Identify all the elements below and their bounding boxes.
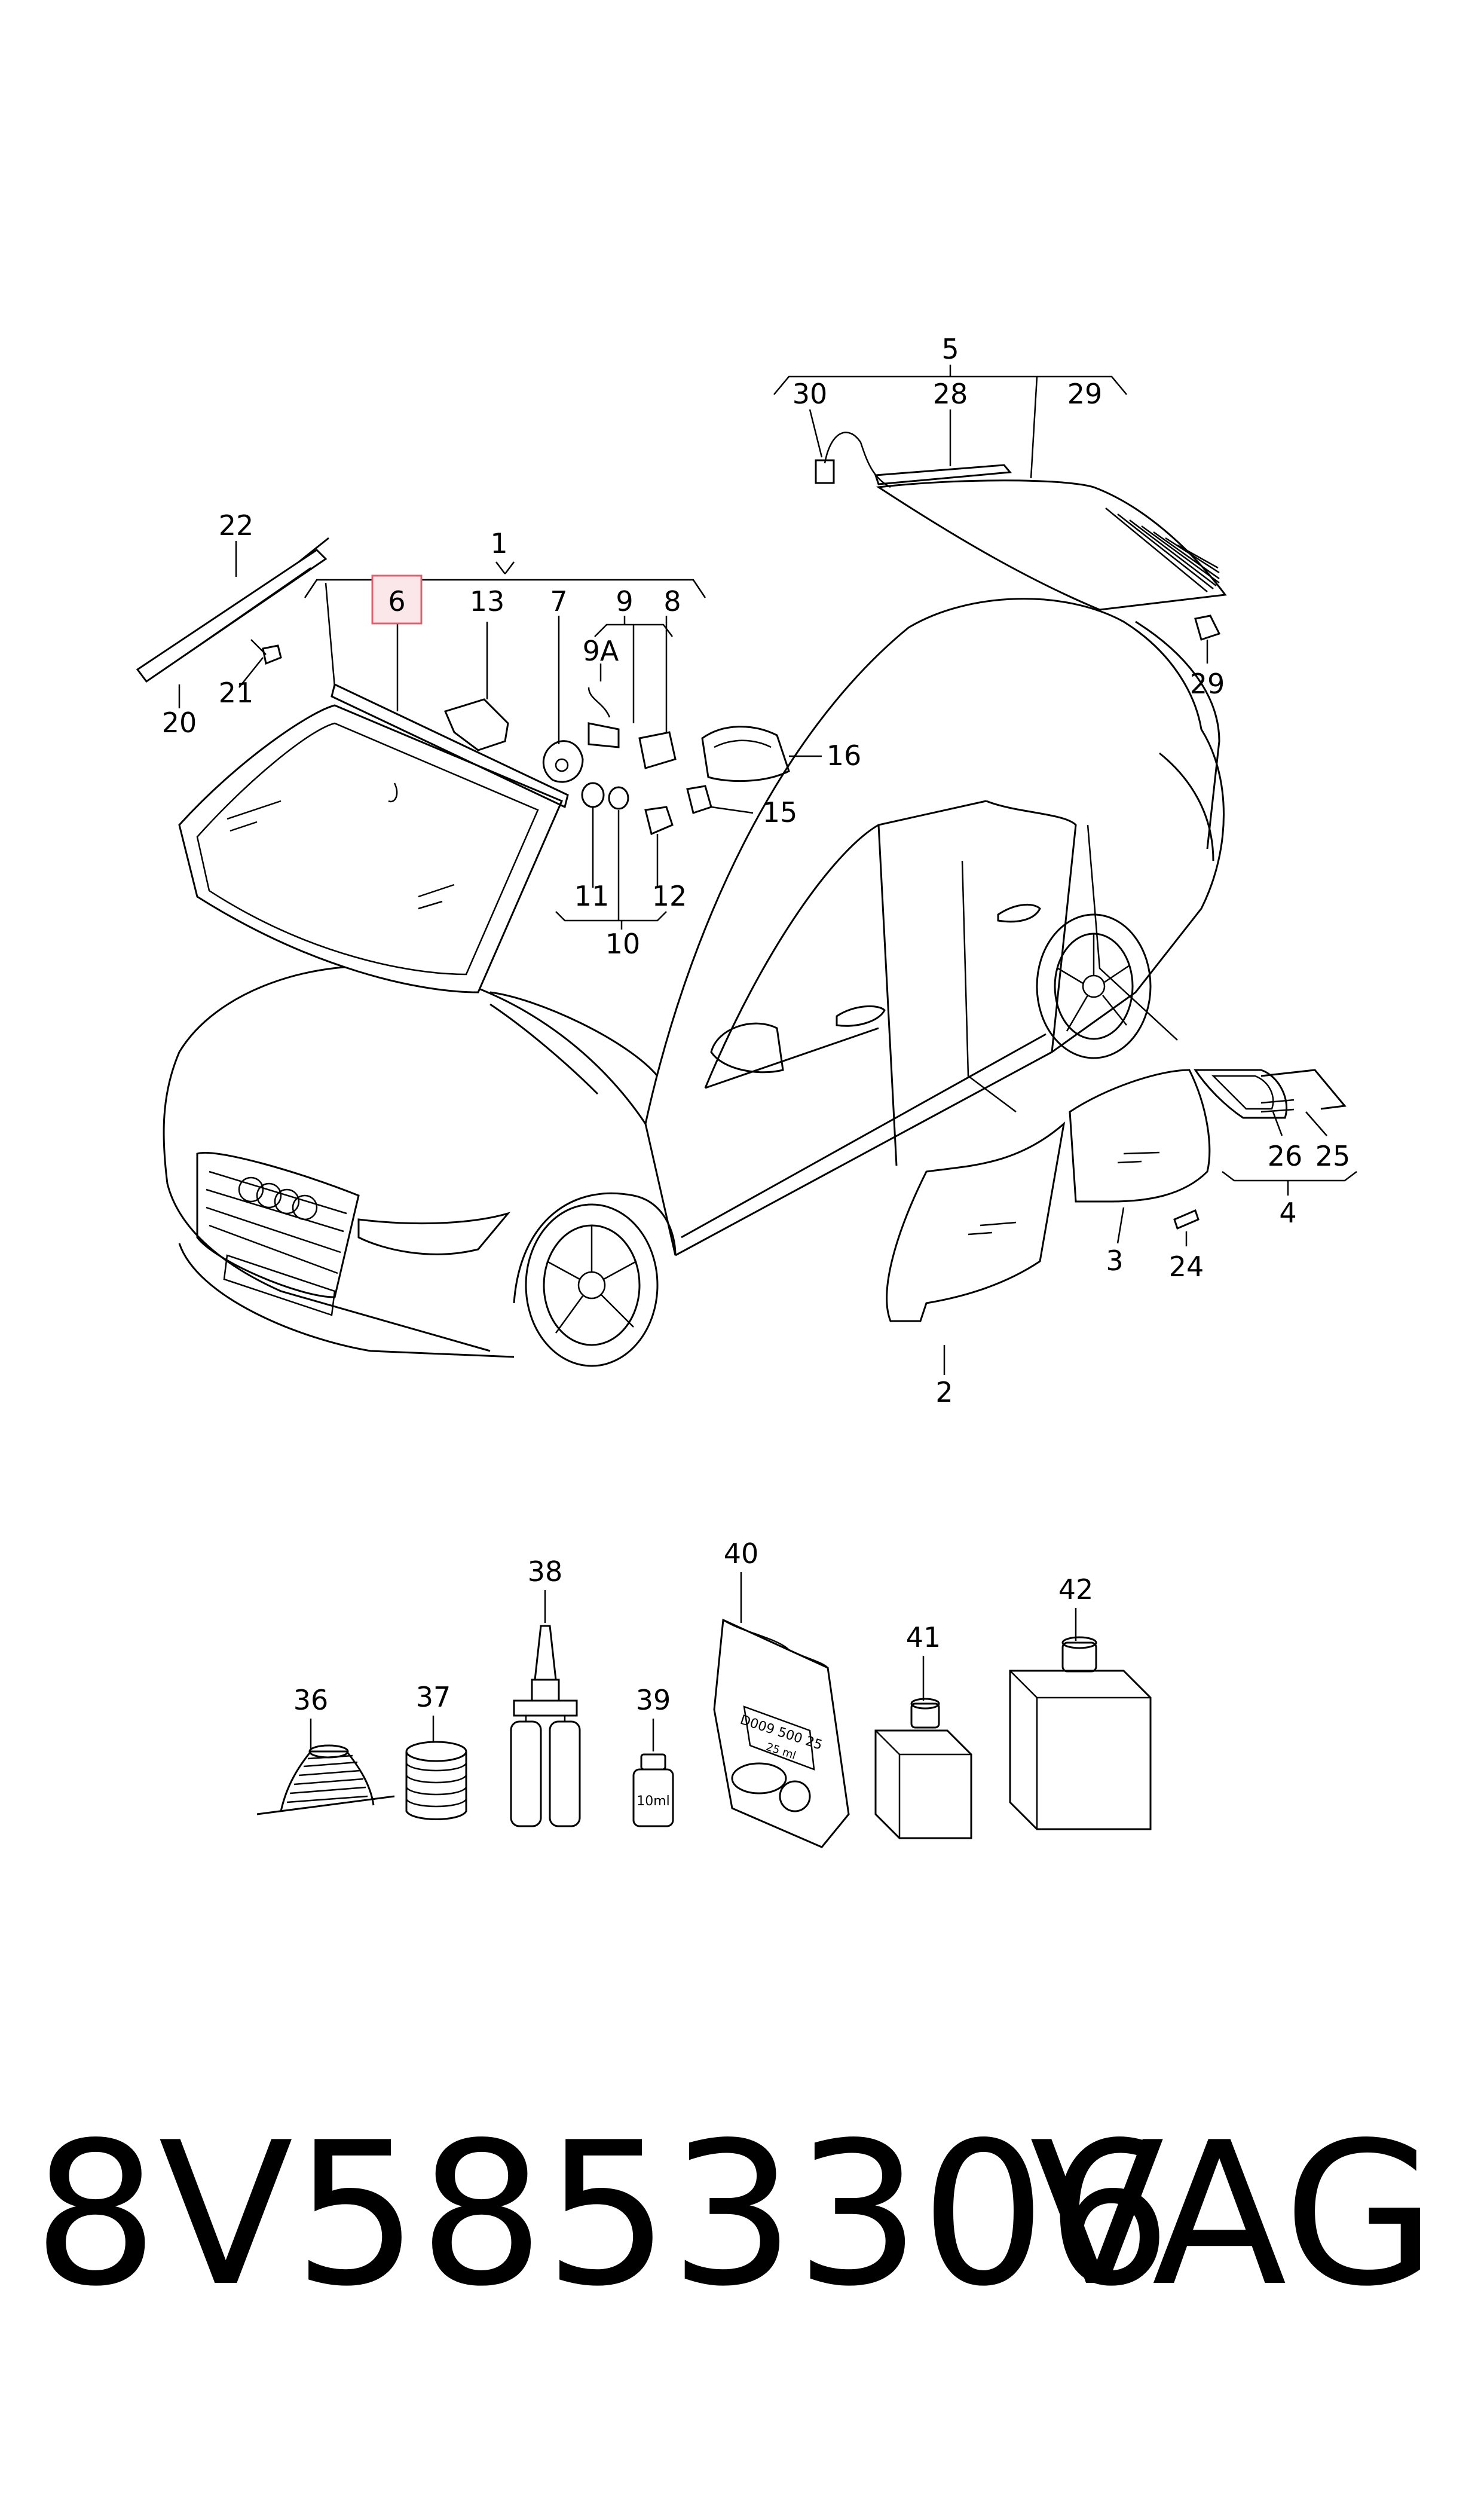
callout-9a: 9A [583,635,619,667]
callout-2: 2 [935,1376,953,1408]
windshield [178,683,569,993]
callout-28: 28 [933,378,968,410]
consumables: 10ml D009 500 25 25 ml [256,1537,1152,1848]
callout-25: 25 [1315,1140,1351,1172]
callout-6: 6 [388,585,405,617]
item-40-bag: D009 500 25 25 ml [713,1618,850,1848]
callout-15: 15 [763,796,798,829]
callout-36: 36 [293,1684,329,1716]
callout-8: 8 [663,585,681,617]
callout-42: 42 [1058,1573,1094,1606]
callout-12: 12 [652,880,687,912]
callout-26: 26 [1268,1140,1303,1172]
item-41-bottle [874,1698,972,1839]
callout-10: 10 [605,928,641,960]
callout-13: 13 [470,585,505,617]
callout-40: 40 [724,1537,759,1570]
item-38-dual-cartridge [510,1625,581,1827]
screw-24 [1173,1209,1200,1230]
callout-6-highlight [371,574,423,625]
callout-3: 3 [1106,1245,1123,1277]
callout-4: 4 [1279,1197,1296,1229]
callout-5: 5 [941,333,959,365]
rear-window [815,432,1227,641]
callout-11: 11 [574,880,610,912]
leader-lines [178,365,1357,1375]
roof-trim [136,537,329,683]
item-37-coil [405,1741,467,1820]
brand-caption: VAG [1029,2100,1436,2329]
part-number-caption: 8V5853306 [33,2100,1172,2329]
callout-39: 39 [636,1684,671,1716]
callout-29-top: 29 [1067,378,1103,410]
callout-30: 30 [793,378,828,410]
callout-41: 41 [906,1621,941,1653]
callout-24: 24 [1169,1251,1204,1283]
item-36-sealing-tape [256,1744,395,1815]
item-42-bottle [1009,1636,1152,1830]
door-glass [886,1069,1347,1322]
callout-21: 21 [219,677,254,709]
callout-38: 38 [528,1555,563,1588]
item-39-bottle: 10ml [632,1753,674,1827]
callout-22: 22 [219,509,254,542]
callout-labels: 1 6 13 7 9 8 9A 16 15 11 12 10 22 21 20 … [162,333,1351,1408]
callout-1: 1 [490,527,507,560]
callout-9: 9 [616,585,633,617]
bottle-39-label: 10ml [637,1794,670,1809]
callout-7: 7 [550,585,567,617]
callout-37: 37 [416,1681,451,1713]
car-illustration [163,598,1225,1367]
callout-29-lower: 29 [1190,668,1225,700]
callout-20: 20 [162,707,197,739]
callout-16: 16 [827,739,862,772]
